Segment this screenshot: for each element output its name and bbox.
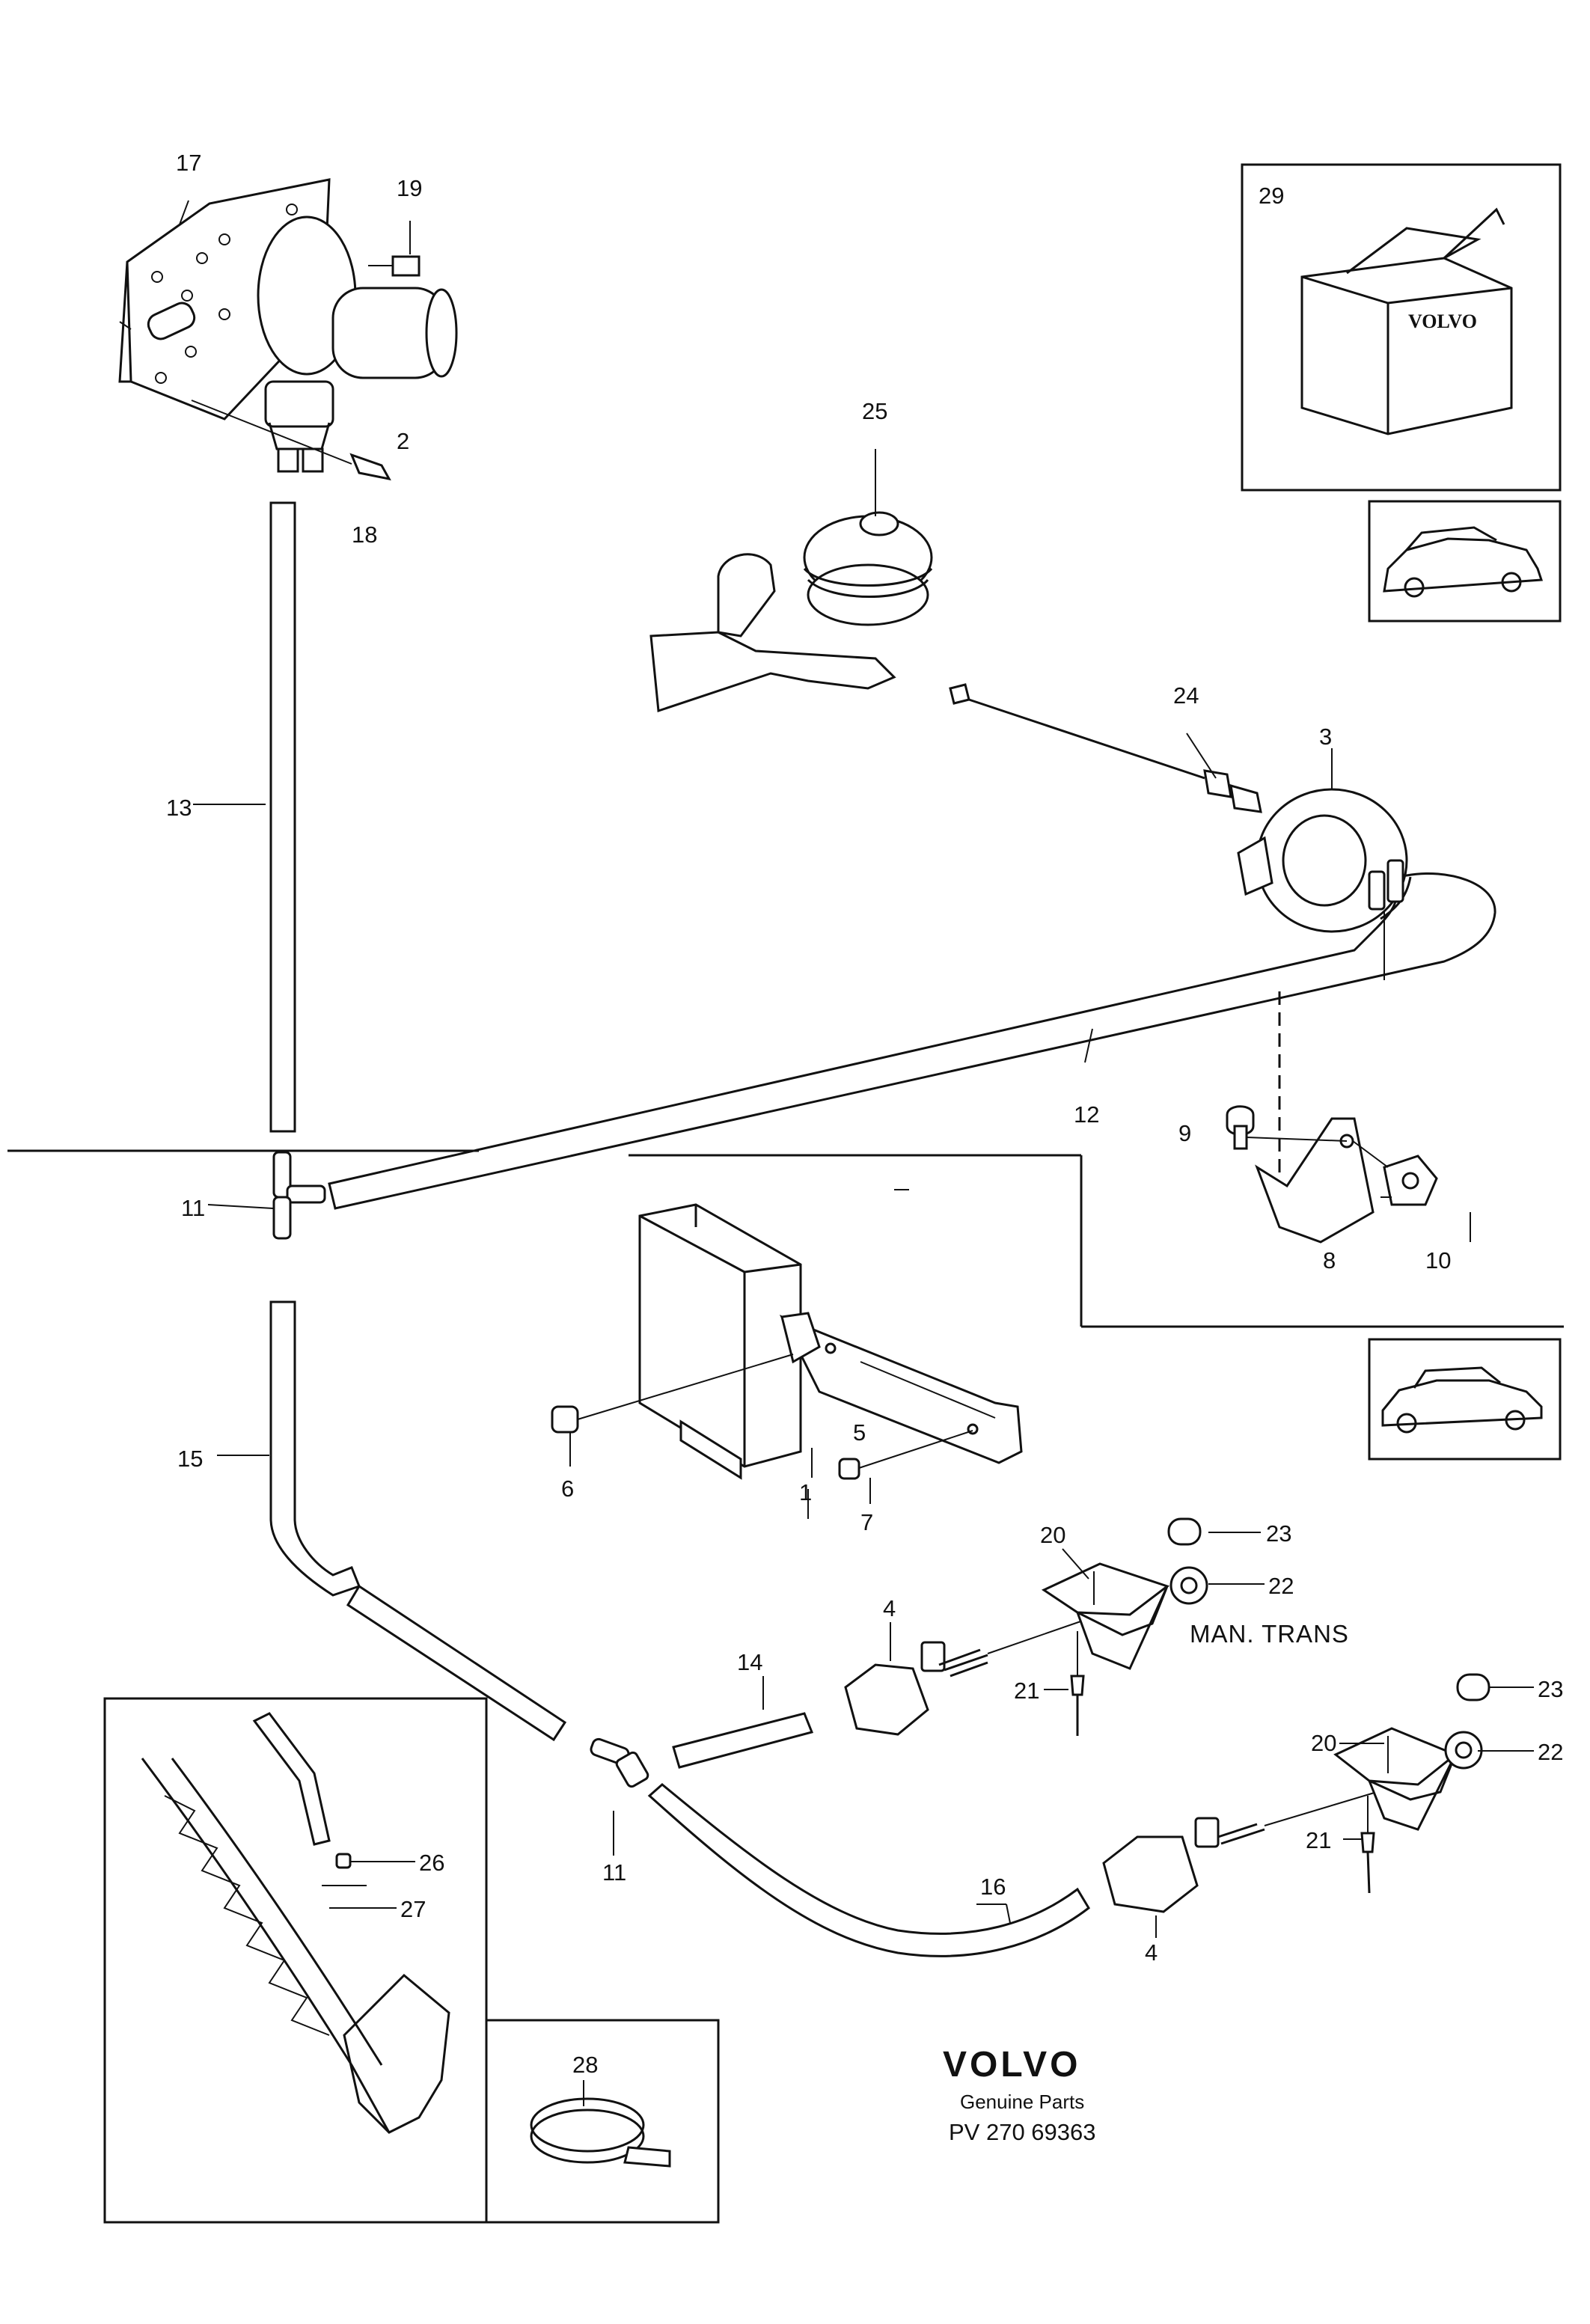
callout-23-lower: 23 (1538, 1676, 1563, 1702)
callout-17: 17 (176, 150, 201, 176)
callout-5: 5 (853, 1419, 866, 1446)
callout-18: 18 (352, 522, 377, 548)
hose-16 (647, 1783, 1090, 1957)
callout-20-lower: 20 (1311, 1730, 1336, 1756)
callout-4-lower: 4 (1145, 1939, 1158, 1966)
box-brand-label: VOLVO (1408, 311, 1477, 332)
callout-29: 29 (1259, 183, 1284, 209)
hose-14 (672, 1712, 814, 1769)
footer-subtitle: Genuine Parts (960, 2091, 1084, 2113)
callout-22-lower: 22 (1538, 1739, 1563, 1765)
leader-lines (193, 804, 1534, 1938)
hose-15 (269, 1300, 567, 1742)
vacuum-pump-assembly (118, 178, 458, 481)
callout-9: 9 (1178, 1120, 1191, 1146)
callout-20-upper: 20 (1040, 1522, 1065, 1548)
callout-24: 24 (1173, 682, 1199, 709)
t-piece-upper (272, 1151, 326, 1240)
footer: VOLVO Genuine Parts PV 270 69363 (943, 2045, 1096, 2145)
callout-labels: 17 19 2 18 25 29 13 24 3 12 9 11 8 10 15… (166, 150, 1563, 2078)
callout-26: 26 (419, 1850, 444, 1876)
callout-28: 28 (572, 2052, 598, 2078)
callout-11-lower: 11 (602, 1859, 626, 1886)
callout-21-lower: 21 (1306, 1827, 1331, 1853)
callout-16: 16 (980, 1874, 1006, 1900)
callout-19: 19 (397, 175, 422, 201)
callout-15: 15 (177, 1446, 203, 1472)
hose-13 (269, 501, 296, 1133)
callout-10: 10 (1425, 1247, 1451, 1273)
car-sedan-icon-upper (1368, 500, 1562, 623)
callout-23-upper: 23 (1266, 1520, 1291, 1547)
callout-6: 6 (561, 1476, 574, 1502)
callout-22-upper: 22 (1268, 1573, 1294, 1599)
control-unit (551, 1203, 1023, 1480)
brake-switch-upper (844, 1517, 1208, 1736)
callout-14: 14 (737, 1649, 762, 1675)
callout-3: 3 (1319, 724, 1332, 750)
callout-4-upper: 4 (883, 1595, 896, 1621)
clamp-inset (485, 2019, 720, 2224)
callout-21-upper: 21 (1014, 1678, 1039, 1704)
man-trans-note: MAN. TRANS (1190, 1620, 1349, 1648)
car-sedan-icon-lower (1368, 1338, 1562, 1461)
pedal-inset (103, 1697, 488, 2224)
callout-12: 12 (1074, 1101, 1099, 1128)
callout-13: 13 (166, 795, 192, 821)
footer-brand: VOLVO (943, 2045, 1080, 2085)
callout-25: 25 (862, 398, 887, 424)
brake-switch-lower (1102, 1673, 1490, 1913)
callout-2: 2 (397, 428, 409, 454)
callout-27: 27 (400, 1896, 426, 1922)
vacuum-servo (949, 683, 1408, 933)
t-piece-lower (590, 1737, 649, 1788)
callout-11-upper: 11 (181, 1195, 205, 1221)
callout-8: 8 (1323, 1247, 1336, 1273)
callout-1: 1 (799, 1479, 812, 1505)
bracket-25 (649, 449, 933, 713)
servo-bracket (1226, 991, 1438, 1244)
callout-7: 7 (860, 1509, 873, 1535)
footer-part-number: PV 270 69363 (949, 2119, 1096, 2145)
parts-box-panel: VOLVO (1241, 163, 1562, 492)
section-lines (7, 1149, 1564, 1328)
